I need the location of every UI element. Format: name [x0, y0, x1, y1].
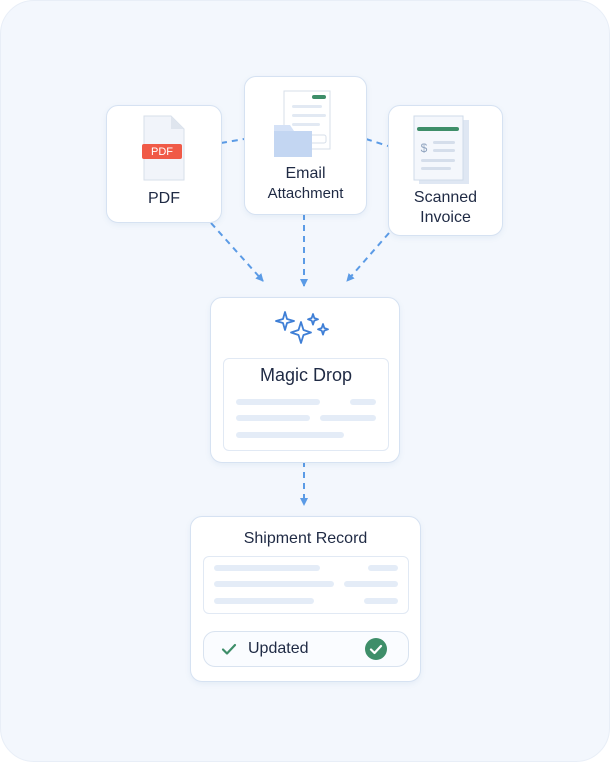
arrow-pdf-to-magic-drop [210, 222, 264, 282]
pdf-badge-text: PDF [151, 146, 173, 158]
magic-drop-panel: Magic Drop [223, 358, 389, 451]
placeholder-bar [344, 581, 398, 587]
placeholder-bar [236, 415, 310, 421]
check-circle-icon [365, 638, 387, 660]
shipment-record-title: Shipment Record [243, 530, 368, 547]
magic-drop-card: Magic Drop [210, 297, 400, 463]
arrow-invoice-to-magic-drop [346, 232, 390, 282]
source-card-scanned-invoice: $ Scanned Invoice [388, 105, 503, 236]
placeholder-bar [236, 432, 344, 438]
placeholder-bar [350, 399, 376, 405]
shipment-record-card: Shipment Record Updated [190, 516, 421, 682]
magic-drop-title: Magic Drop [259, 365, 353, 385]
placeholder-bar [368, 565, 398, 571]
status-text: Updated [248, 640, 309, 657]
placeholder-bar [214, 598, 314, 604]
connector-pdf-email [220, 138, 245, 144]
source-card-email-attachment: Email Attachment [244, 76, 367, 215]
email-attachment-icon [274, 90, 331, 157]
sparkles-icon [275, 311, 329, 344]
source-label-email-line1: Email [285, 165, 326, 182]
placeholder-bar [214, 565, 320, 571]
source-label-invoice-line2: Invoice [420, 209, 471, 226]
connector-email-invoice [365, 138, 389, 147]
placeholder-bar [364, 598, 398, 604]
placeholder-bar [320, 415, 376, 421]
source-label-email-line2: Attachment [267, 185, 344, 202]
source-label-invoice-line1: Scanned [413, 189, 478, 206]
status-updated-pill: Updated [203, 631, 409, 667]
invoice-symbol-text: $ [421, 141, 428, 155]
source-label-pdf: PDF [148, 190, 180, 207]
placeholder-bar [236, 399, 320, 405]
pdf-file-icon: PDF [142, 115, 185, 181]
placeholder-bar [214, 581, 334, 587]
shipment-record-panel [203, 556, 409, 614]
check-icon [221, 643, 237, 655]
source-card-pdf: PDF PDF [106, 105, 222, 223]
scanned-invoice-icon: $ [413, 115, 469, 184]
